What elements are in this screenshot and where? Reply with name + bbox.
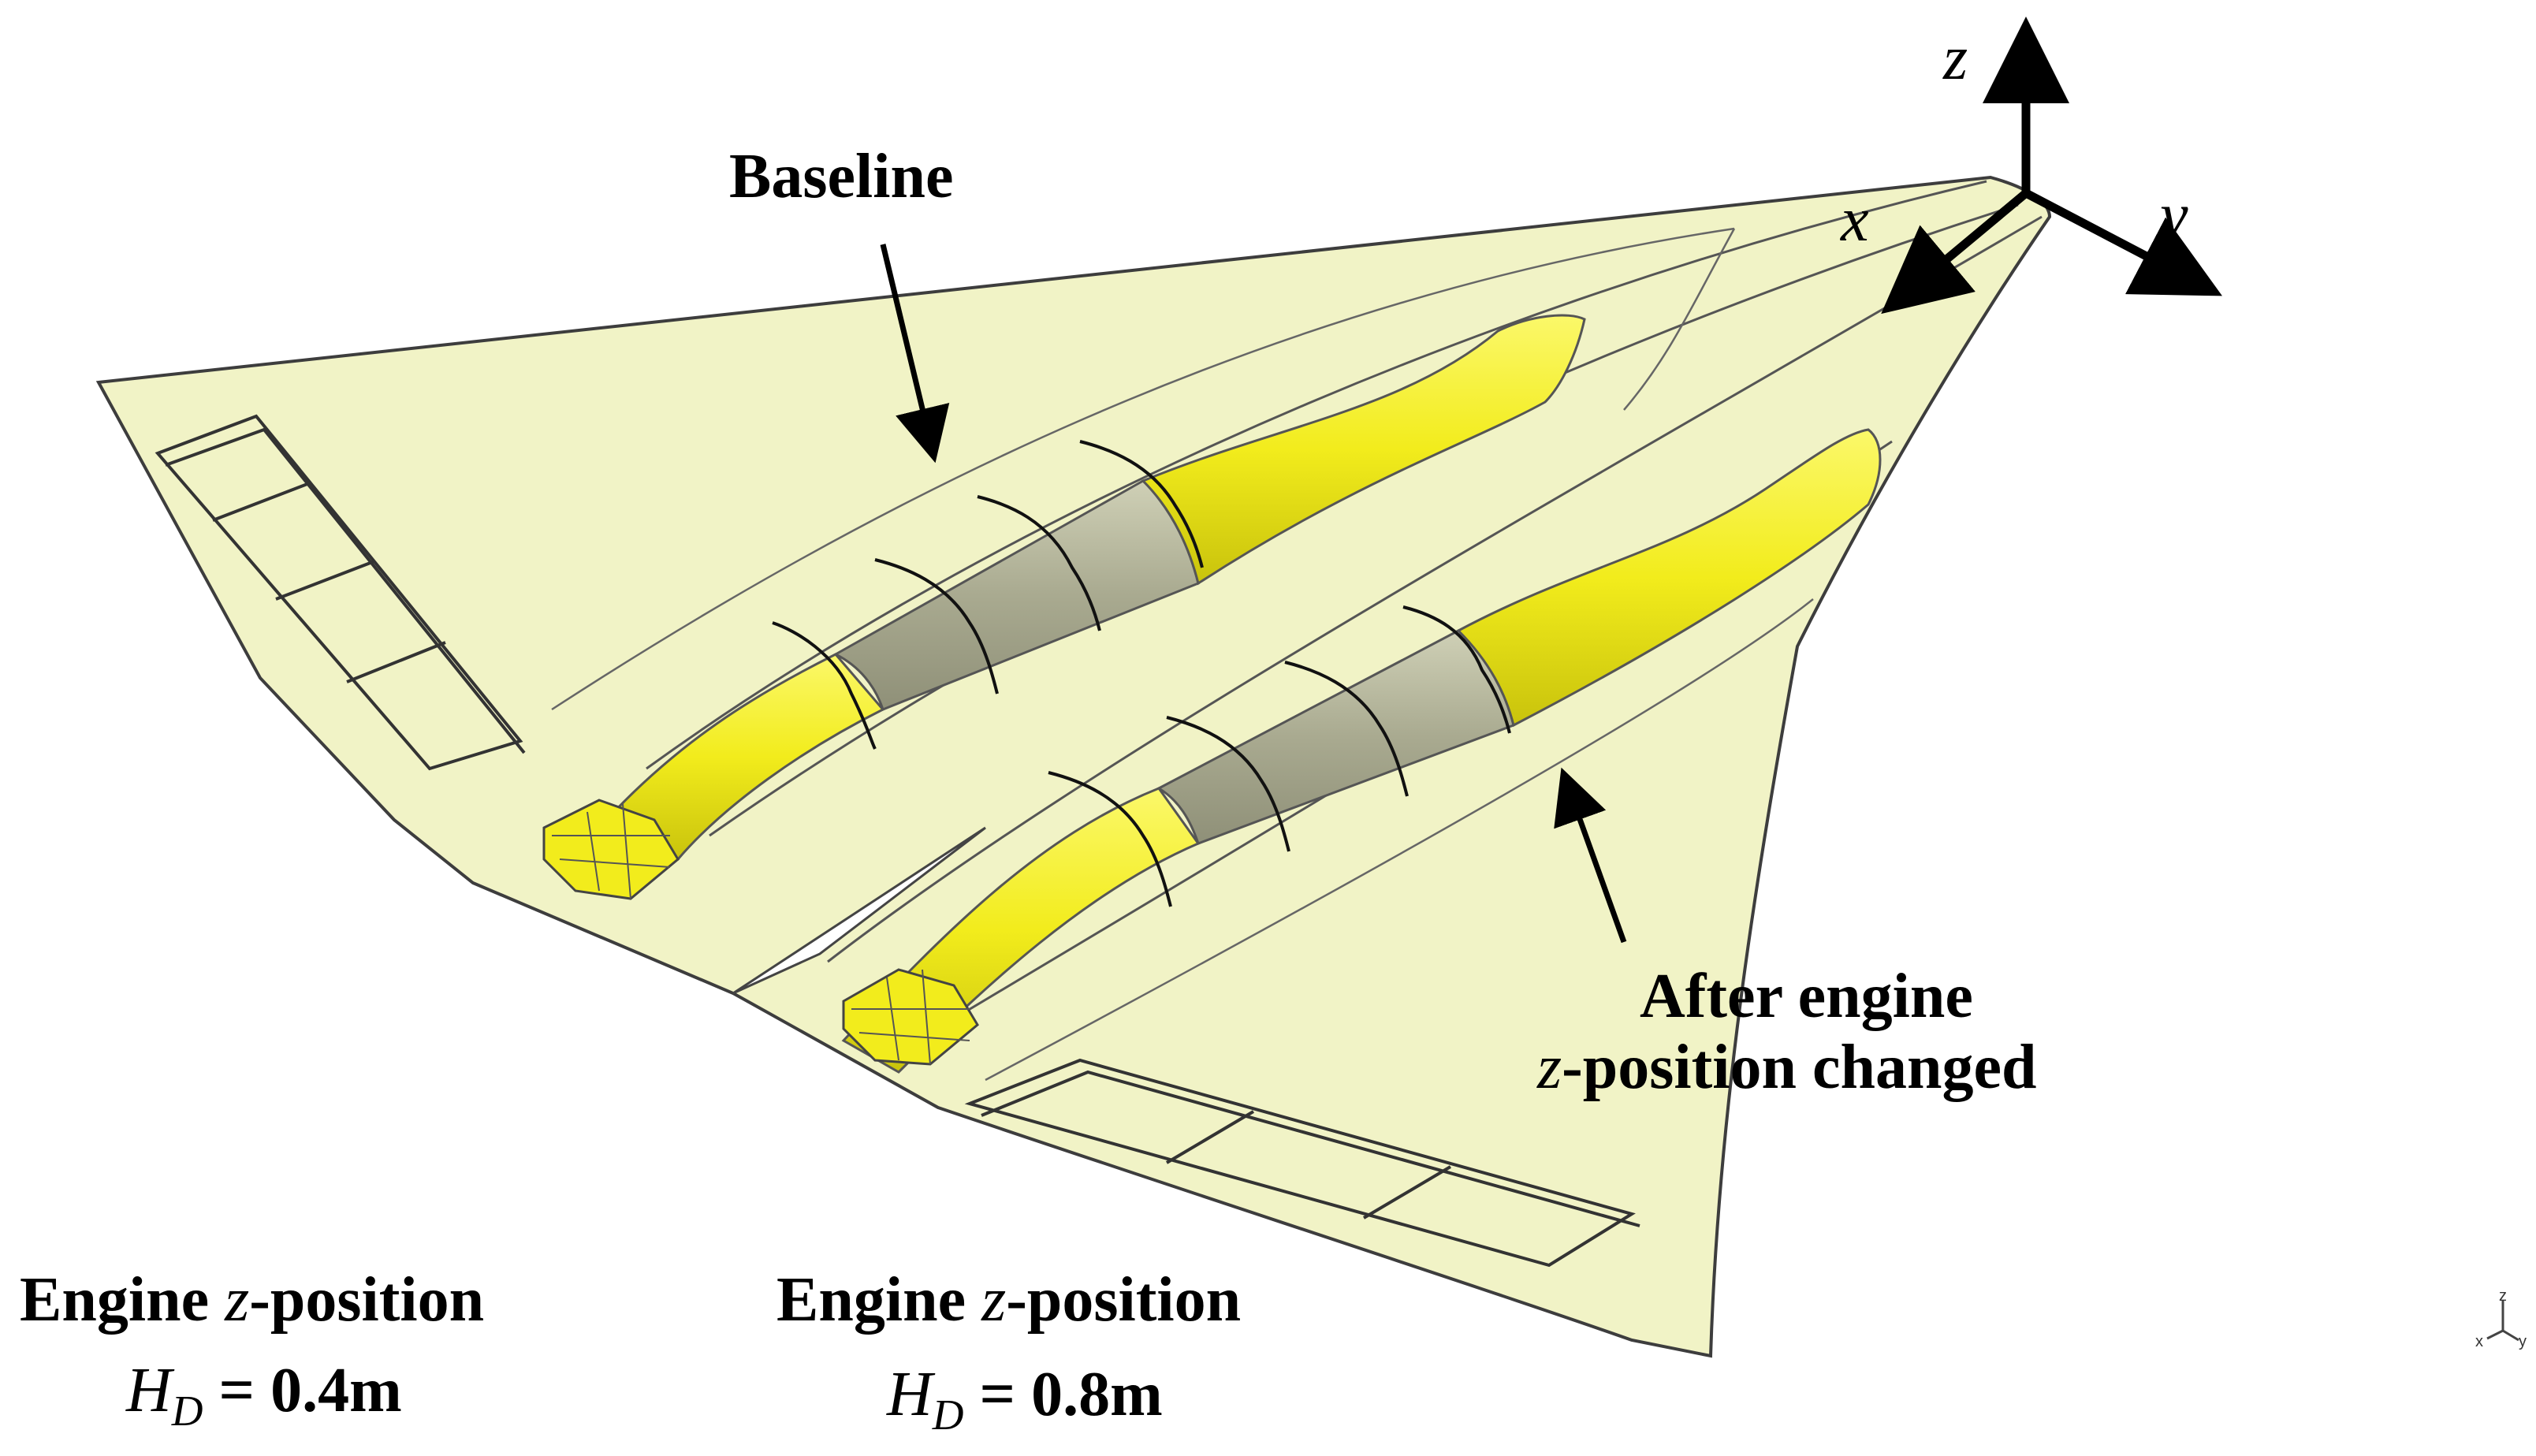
- baseline-label: Baseline: [729, 142, 953, 211]
- right-caption-line2: HD = 0.8m: [886, 1360, 1163, 1439]
- left-caption-line1: Engine z-position: [20, 1265, 484, 1335]
- axis-z-label: z: [1942, 24, 1968, 93]
- aircraft-body: [95, 175, 2052, 1358]
- axis-y-label: y: [2154, 181, 2188, 251]
- baseline-duct-front: [1141, 314, 1586, 586]
- left-caption-line2: HD = 0.4m: [125, 1356, 402, 1435]
- mini-z-label: z: [2499, 1287, 2507, 1305]
- right-engine-caption: Engine z-position HD = 0.8m: [776, 1265, 1241, 1439]
- right-caption-line1: Engine z-position: [776, 1265, 1241, 1335]
- right-flaps: [964, 1058, 1640, 1268]
- left-engine-caption: Engine z-position HD = 0.4m: [20, 1265, 484, 1435]
- mini-y-label: y: [2519, 1333, 2527, 1350]
- left-flaps: [155, 414, 526, 771]
- after-label-line2: z-position changed: [1536, 1033, 2036, 1102]
- after-label-line1: After engine: [1640, 962, 1973, 1031]
- after-arrow: [1554, 767, 1627, 944]
- baseline-nozzle: [542, 799, 680, 900]
- changed-duct-front: [1456, 428, 1882, 728]
- baseline-engine: [542, 314, 1586, 900]
- mini-x-label: x: [2475, 1333, 2483, 1350]
- baseline-duct-rear: [597, 653, 885, 861]
- axis-x-label: x: [1840, 185, 1869, 255]
- wing-planform: [95, 175, 2052, 1358]
- changed-nozzle: [842, 968, 979, 1066]
- baseline-arrow: [880, 244, 950, 464]
- mini-axis-triad: z x y: [2475, 1287, 2527, 1350]
- axis-triad: z x y: [1840, 17, 2222, 315]
- changed-engine: [841, 428, 1882, 1074]
